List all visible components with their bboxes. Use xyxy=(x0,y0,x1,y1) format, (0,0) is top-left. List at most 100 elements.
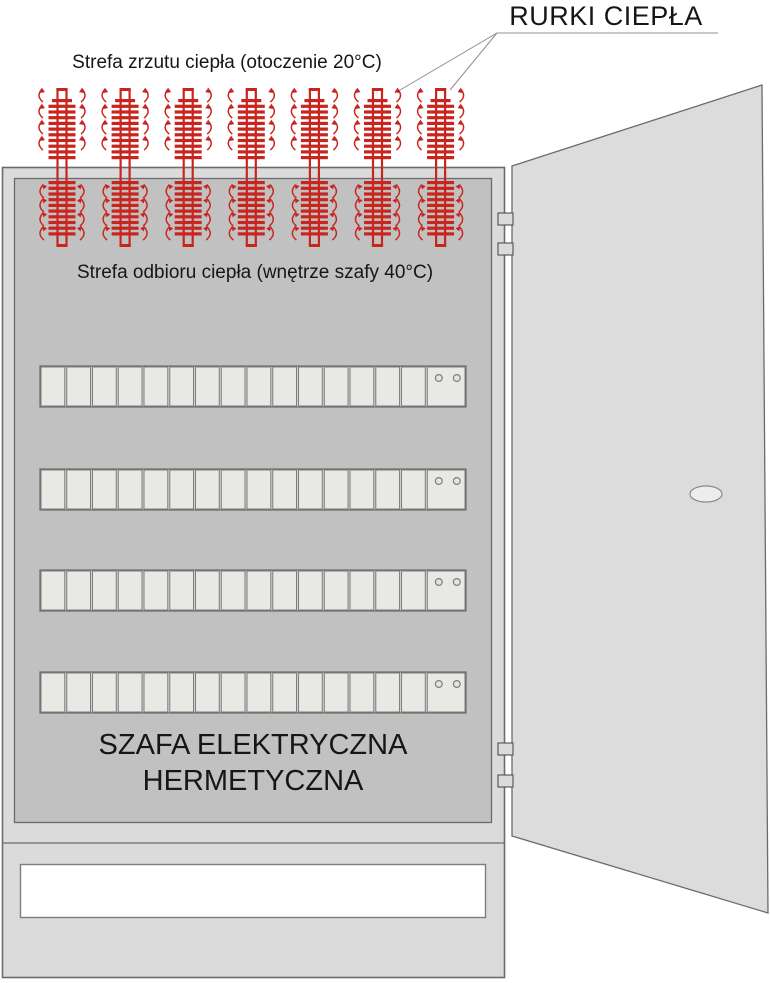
breaker-module xyxy=(195,672,220,713)
fin xyxy=(300,226,328,230)
fin xyxy=(48,203,76,207)
fin xyxy=(364,203,391,207)
fin xyxy=(364,186,391,190)
fin xyxy=(364,104,391,108)
fin xyxy=(48,138,76,143)
breaker-module xyxy=(272,366,298,407)
breaker-module xyxy=(66,570,92,611)
door-handle xyxy=(689,485,723,503)
airflow-arrows xyxy=(101,87,149,241)
fin xyxy=(111,220,139,225)
breaker-module xyxy=(40,672,66,713)
fin xyxy=(111,181,139,185)
fin xyxy=(178,99,199,103)
breaker-module xyxy=(246,469,272,510)
breaker-module xyxy=(143,570,169,611)
airflow-arrows xyxy=(38,87,86,241)
screw-icon xyxy=(434,577,443,586)
fin xyxy=(237,116,265,120)
door-hinge xyxy=(497,242,514,256)
fin xyxy=(174,232,202,236)
fin xyxy=(111,209,139,213)
fin xyxy=(300,104,328,108)
breaker-module xyxy=(92,366,117,407)
fin xyxy=(174,186,202,190)
fin xyxy=(300,138,328,143)
screw-icon xyxy=(452,679,461,688)
breaker-module xyxy=(40,469,66,510)
breaker-module xyxy=(220,366,246,407)
breaker-module xyxy=(169,366,195,407)
cabinet-name-line2: HERMETYCZNA xyxy=(142,765,364,797)
fin xyxy=(111,226,139,230)
heat-pipe xyxy=(290,87,339,247)
breaker-module xyxy=(375,469,401,510)
breaker-module xyxy=(92,672,117,713)
fin xyxy=(174,138,202,143)
fin xyxy=(364,215,391,219)
fin xyxy=(48,181,76,185)
fin xyxy=(427,209,455,213)
breaker-module xyxy=(169,469,195,510)
breaker-module xyxy=(349,672,375,713)
fin xyxy=(174,192,202,196)
screw-icon xyxy=(452,477,461,486)
fin xyxy=(300,215,328,219)
breaker-module xyxy=(323,570,349,611)
breaker-module xyxy=(401,570,426,611)
breaker-module xyxy=(246,672,272,713)
breaker-module xyxy=(298,570,323,611)
breaker-module xyxy=(220,469,246,510)
fin xyxy=(364,144,391,148)
fin xyxy=(174,144,202,148)
screw-icon xyxy=(452,577,461,586)
fin xyxy=(304,99,325,103)
fin xyxy=(174,215,202,219)
fin xyxy=(427,150,455,154)
breaker-module xyxy=(349,570,375,611)
fin xyxy=(174,156,202,160)
breaker-module xyxy=(92,469,117,510)
fin xyxy=(364,198,391,202)
fin xyxy=(427,226,455,230)
fin xyxy=(111,156,139,160)
fin xyxy=(364,226,391,230)
breaker-module xyxy=(272,672,298,713)
breaker-module xyxy=(323,672,349,713)
heat-pipe xyxy=(416,87,465,247)
fin xyxy=(427,156,455,160)
fin xyxy=(111,232,139,236)
breaker-module xyxy=(117,366,143,407)
fin xyxy=(48,133,76,137)
breaker-module xyxy=(169,672,195,713)
breaker-module xyxy=(143,672,169,713)
fin xyxy=(427,198,455,202)
breaker-module xyxy=(401,469,426,510)
fin xyxy=(364,138,391,143)
fin xyxy=(300,181,328,185)
heat-intake-zone-label: Strefa odbioru ciepła (wnętrze szafy 40°… xyxy=(76,262,434,283)
fin xyxy=(427,110,455,114)
fin xyxy=(300,192,328,196)
fin xyxy=(300,220,328,225)
breaker-module xyxy=(298,672,323,713)
fin xyxy=(115,99,136,103)
fin xyxy=(48,220,76,225)
breaker-module xyxy=(220,570,246,611)
breaker-row xyxy=(39,365,467,408)
fin xyxy=(111,138,139,143)
fin xyxy=(300,209,328,213)
fin xyxy=(300,186,328,190)
breaker-module xyxy=(117,469,143,510)
breaker-module xyxy=(92,570,117,611)
cabinet-name-line1: SZAFA ELEKTRYCZNA xyxy=(98,729,408,761)
fin xyxy=(427,203,455,207)
fin xyxy=(367,99,388,103)
fin xyxy=(300,198,328,202)
fin xyxy=(300,110,328,114)
fin xyxy=(237,133,265,137)
fin xyxy=(237,226,265,230)
fin xyxy=(52,99,72,103)
fin xyxy=(364,220,391,225)
page-title: RURKI CIEPŁA xyxy=(509,1,703,31)
